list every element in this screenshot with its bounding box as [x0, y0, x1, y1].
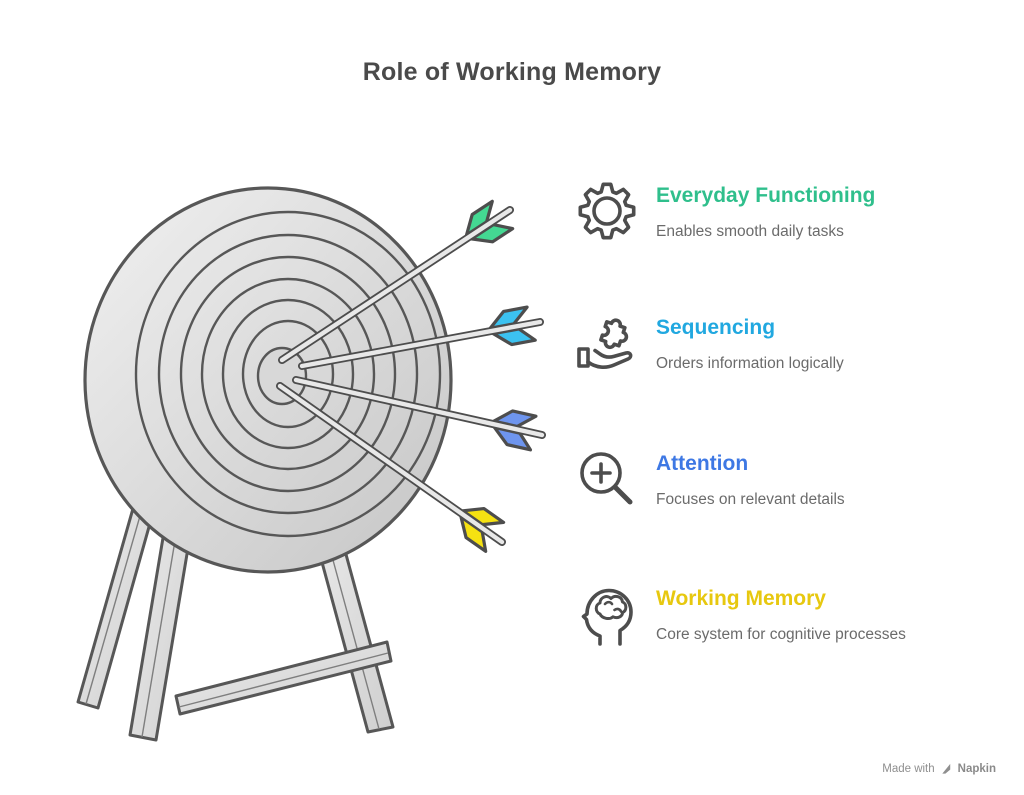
feature-title: Everyday Functioning	[656, 184, 876, 207]
feature-working-memory: Working Memory Core system for cognitive…	[576, 583, 1006, 647]
hand-puzzle-icon	[577, 318, 633, 369]
page-title: Role of Working Memory	[362, 58, 662, 86]
stand-crossbar	[174, 640, 393, 716]
feature-sequencing: Sequencing Orders information logically	[576, 312, 1006, 376]
feature-attention: Attention Focuses on relevant details	[576, 448, 1006, 512]
feature-description: Orders information logically	[656, 355, 844, 372]
feature-everyday-functioning: Everyday Functioning Enables smooth dail…	[576, 180, 1006, 244]
feature-description: Core system for cognitive processes	[656, 626, 906, 643]
magnifier-plus-icon	[580, 452, 633, 505]
feature-title: Attention	[656, 452, 749, 475]
arrow-cyan	[298, 305, 544, 370]
watermark-made-with: Made with	[882, 762, 935, 775]
arrow-yellow	[276, 382, 506, 553]
arrow-yellow-fletching	[459, 506, 506, 553]
arrow-blue	[292, 376, 546, 452]
watermark: Made with Napkin	[882, 762, 996, 775]
target-bullseye	[256, 346, 308, 406]
feature-title: Working Memory	[656, 587, 826, 610]
arrow-green	[278, 199, 515, 364]
napkin-logo-icon	[941, 763, 950, 774]
head-brain-icon	[581, 588, 633, 646]
target-board	[83, 186, 453, 574]
arrow-cyan-fletching	[488, 305, 537, 347]
target-stand	[76, 496, 395, 742]
feature-description: Focuses on relevant details	[656, 491, 845, 508]
feature-title: Sequencing	[656, 316, 776, 339]
gear-icon	[578, 182, 636, 240]
watermark-brand: Napkin	[957, 762, 996, 775]
feature-description: Enables smooth daily tasks	[656, 223, 844, 240]
target-illustration	[76, 186, 546, 742]
arrow-green-fletching	[464, 199, 515, 244]
arrow-blue-fletching	[492, 409, 538, 452]
arrows	[276, 199, 546, 553]
target-rings	[134, 210, 442, 538]
